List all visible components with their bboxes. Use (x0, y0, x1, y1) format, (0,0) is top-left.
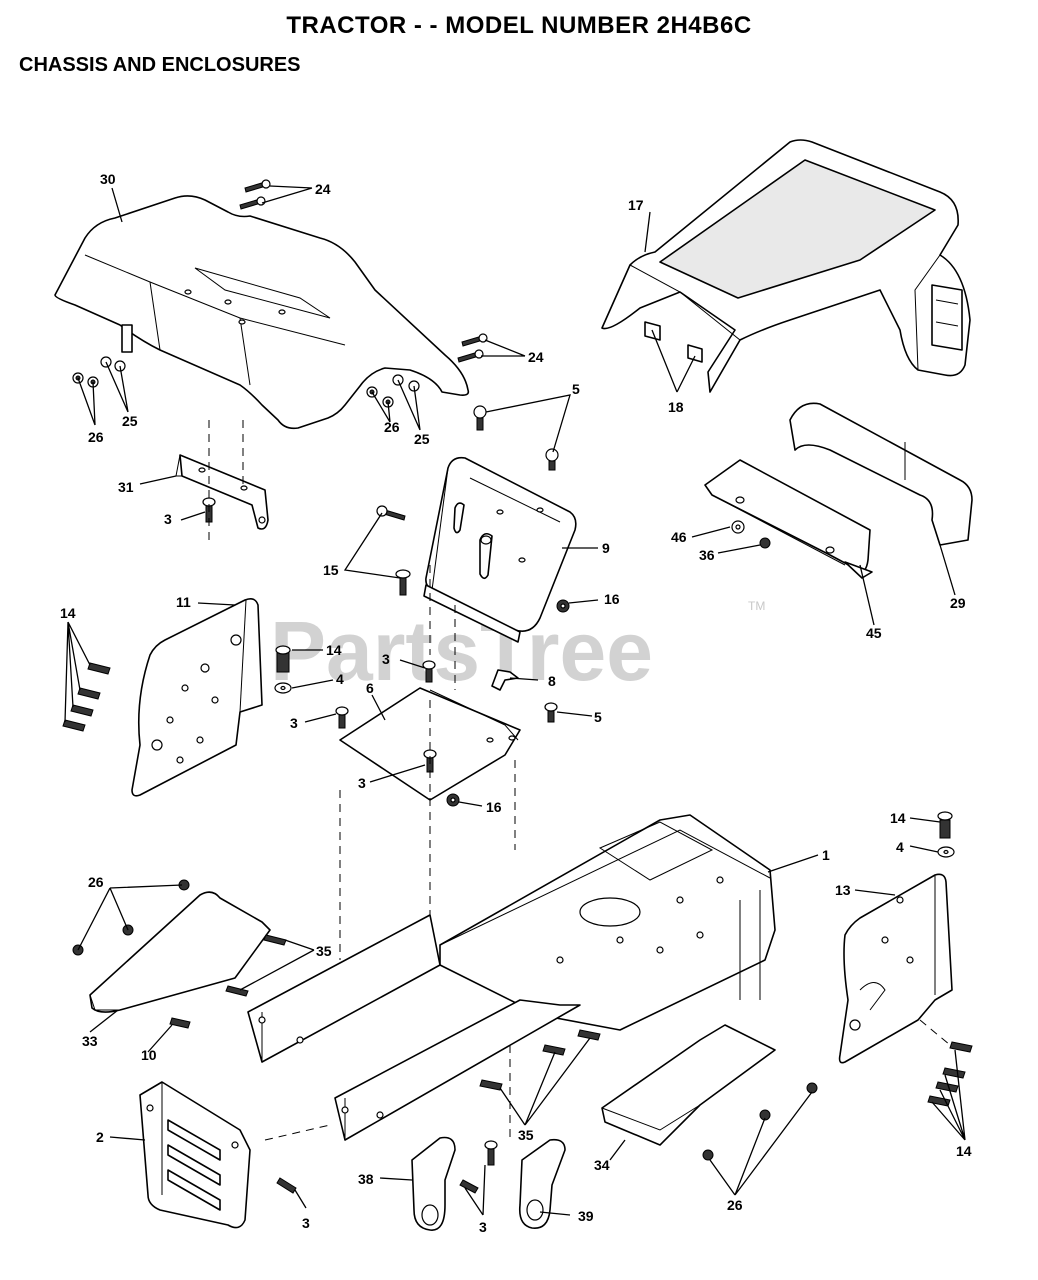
part-3-bolts-plate (335, 660, 558, 773)
callout-31: 31 (118, 479, 134, 495)
callout-16-lower: 16 (486, 799, 502, 815)
callout-14-right-lower: 14 (956, 1143, 972, 1159)
part-14-bolts-left-panel (62, 662, 111, 732)
callout-24-lower: 24 (528, 349, 544, 365)
part-1-main-frame (247, 814, 776, 1141)
part-3-bolt-front (276, 1177, 297, 1194)
callout-45: 45 (866, 625, 882, 641)
callout-26-footrest-right: 26 (727, 1197, 743, 1213)
callout-labels: 30 24 24 25 26 25 26 31 3 17 18 5 9 15 1… (60, 171, 972, 1235)
callout-14-left: 14 (60, 605, 76, 621)
callout-16-upper: 16 (604, 591, 620, 607)
callout-10: 10 (141, 1047, 157, 1063)
callout-3-lower: 3 (358, 775, 366, 791)
callout-1: 1 (822, 847, 830, 863)
callout-5-right: 5 (594, 709, 602, 725)
diagram-title: TRACTOR - - MODEL NUMBER 2H4B6C (286, 12, 752, 39)
callout-9: 9 (602, 540, 610, 556)
callout-3-front: 3 (302, 1215, 310, 1231)
part-9-dash-panel (423, 456, 577, 643)
callout-3-upper: 3 (382, 651, 390, 667)
callout-18: 18 (668, 399, 684, 415)
watermark-text: PartsTree (270, 604, 653, 698)
part-16-nut-upper (556, 599, 570, 613)
part-5-bolts-dash (473, 405, 559, 471)
part-25-26-washers-nuts-right (366, 374, 420, 408)
part-3-bolts-brackets (459, 1140, 498, 1194)
part-16-nut-lower (446, 793, 460, 807)
callout-5-upper: 5 (572, 381, 580, 397)
part-24-bolts-upper (239, 179, 271, 210)
callout-33: 33 (82, 1033, 98, 1049)
callout-36: 36 (699, 547, 715, 563)
callout-25-right: 25 (414, 431, 430, 447)
callout-35-center: 35 (518, 1127, 534, 1143)
callout-17: 17 (628, 197, 644, 213)
callout-26-left: 26 (88, 429, 104, 445)
callout-34: 34 (594, 1157, 610, 1173)
part-30-rear-fender (54, 195, 470, 430)
callout-14-center: 14 (326, 642, 342, 658)
callout-11: 11 (176, 594, 191, 610)
part-4-washer-center (274, 682, 292, 694)
part-11-left-side-panel (131, 598, 263, 797)
callout-15: 15 (323, 562, 339, 578)
part-2-front-bracket (139, 1081, 251, 1229)
callout-3-left: 3 (290, 715, 298, 731)
callout-4-center: 4 (336, 671, 344, 687)
part-24-bolts-lower (457, 333, 488, 363)
callout-3-fender: 3 (164, 511, 172, 527)
part-14-bolt-right-top (937, 811, 953, 839)
callout-26-right: 26 (384, 419, 400, 435)
callout-24-upper: 24 (315, 181, 331, 197)
part-45-bracket (704, 459, 873, 579)
part-17-hood (601, 139, 971, 393)
diagram-subtitle: CHASSIS AND ENCLOSURES (19, 54, 301, 76)
part-25-26-washers-nuts-left (72, 356, 126, 388)
part-31-fender-bracket (175, 454, 269, 530)
callout-14-right-top: 14 (890, 810, 906, 826)
callout-38: 38 (358, 1171, 374, 1187)
part-46-36-hardware (731, 520, 771, 549)
callout-39: 39 (578, 1208, 594, 1224)
callout-6: 6 (366, 680, 374, 696)
callout-25-left: 25 (122, 413, 138, 429)
part-35-bolts-center (479, 1029, 601, 1091)
callout-4-right: 4 (896, 839, 904, 855)
part-15-bolts (376, 505, 411, 596)
part-14-bolts-right-lower (927, 1041, 973, 1107)
part-10-bolt (169, 1017, 191, 1029)
callout-46: 46 (671, 529, 687, 545)
callout-35-left: 35 (316, 943, 332, 959)
leader-lines (64, 185, 966, 1216)
callout-30: 30 (100, 171, 116, 187)
part-38-bracket (411, 1136, 456, 1231)
callout-8: 8 (548, 673, 556, 689)
part-34-right-footrest (601, 1024, 818, 1161)
callout-29: 29 (950, 595, 966, 611)
part-14-bolt-center (275, 645, 291, 673)
part-13-right-side-panel (838, 873, 953, 1064)
callout-13: 13 (835, 882, 851, 898)
callout-2: 2 (96, 1129, 104, 1145)
callout-3-brackets: 3 (479, 1219, 487, 1235)
part-4-washer-right (937, 846, 955, 858)
callout-26-footrest-left: 26 (88, 874, 104, 890)
watermark-trademark: TM (748, 599, 765, 613)
part-39-bracket (518, 1138, 566, 1229)
